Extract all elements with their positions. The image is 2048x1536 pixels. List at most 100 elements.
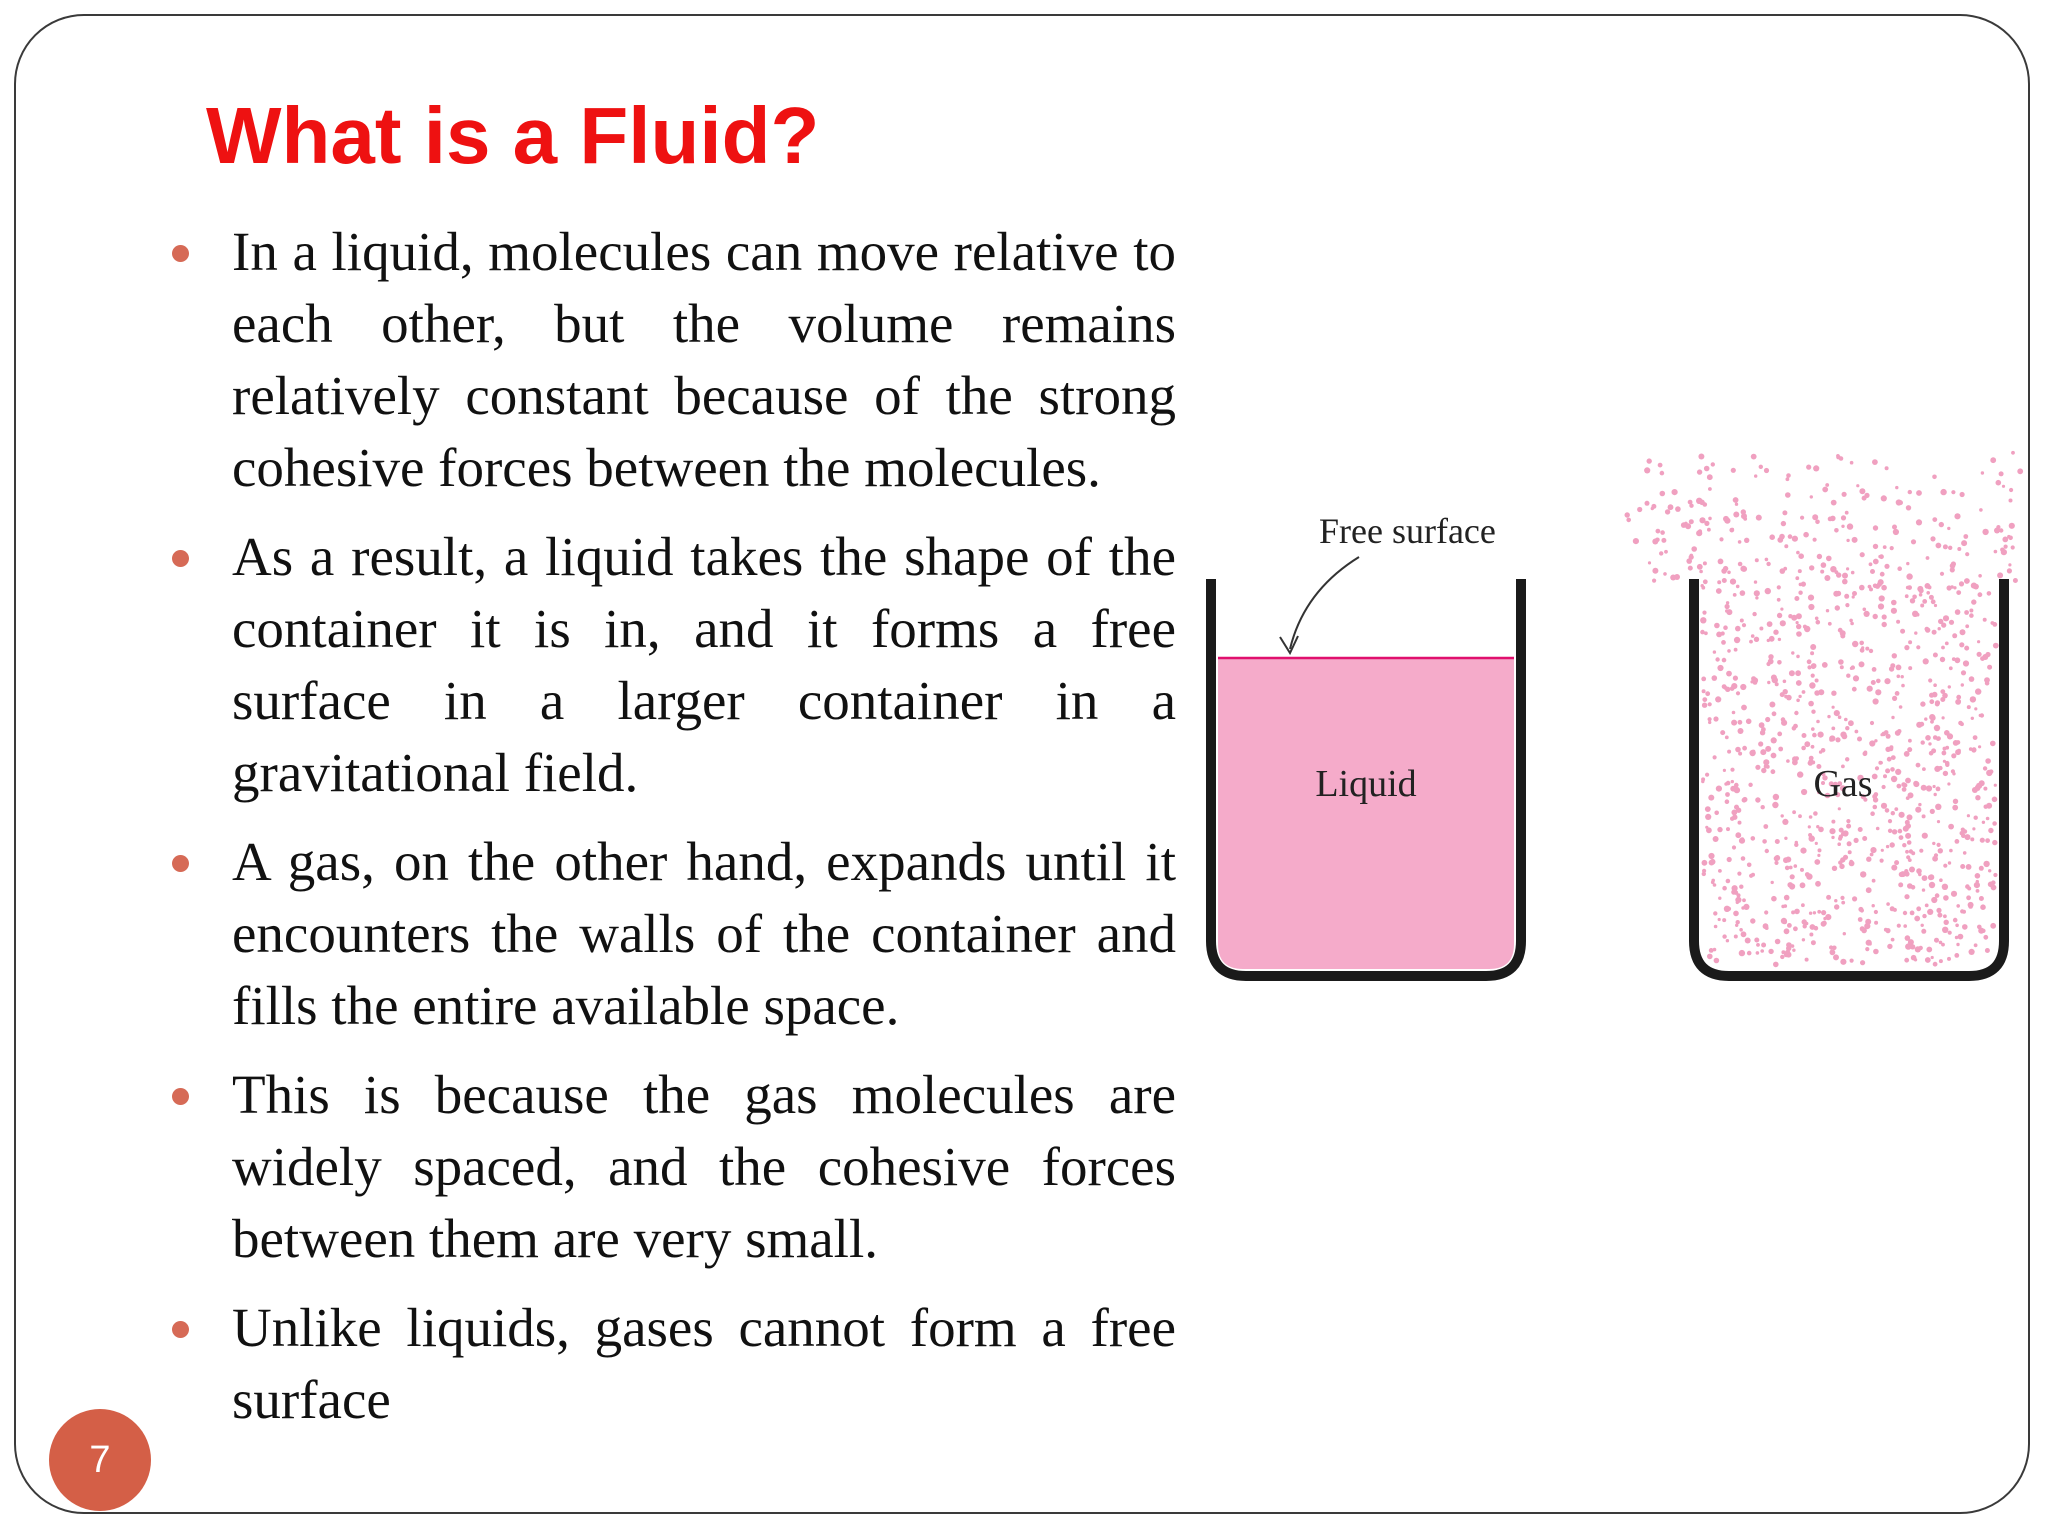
gas-molecule [1841,491,1847,497]
gas-molecule [1859,488,1866,495]
gas-molecule [1702,579,1708,585]
gas-molecule [1803,531,1809,538]
gas-molecule [1825,914,1832,921]
gas-molecule [1725,878,1731,884]
gas-molecule [1798,814,1802,819]
gas-molecule [1898,811,1905,818]
gas-molecule [1711,675,1718,681]
gas-molecule [1684,521,1688,526]
gas-molecule [1724,603,1730,610]
gas-molecule [1717,917,1721,922]
gas-molecule [1796,698,1800,703]
gas-molecule [1964,645,1970,651]
gas-molecule [1842,932,1846,936]
gas-molecule [1888,746,1894,752]
gas-molecule [1771,895,1777,902]
gas-molecule [1938,959,1943,964]
gas-molecule [1750,453,1757,460]
gas-molecule [1890,663,1896,669]
gas-molecule [1900,628,1906,634]
gas-molecule [1795,680,1802,686]
gas-molecule [1738,949,1746,957]
gas-molecule [1847,850,1852,855]
gas-molecule [1626,517,1631,523]
gas-molecule [1873,909,1878,915]
gas-molecule [1793,926,1798,932]
gas-molecule [1724,735,1729,740]
gas-molecule [1735,746,1741,753]
gas-molecule [1821,910,1827,916]
gas-molecule [1978,745,1982,749]
gas-molecule [1700,617,1707,624]
gas-molecule [1783,952,1789,958]
gas-molecule [1938,940,1943,945]
gas-molecule [1786,694,1792,701]
gas-molecule [1707,702,1712,707]
gas-molecule [1780,607,1784,611]
gas-molecule [1731,889,1737,895]
gas-molecule [1934,700,1941,706]
gas-molecule [1891,608,1897,614]
gas-molecule [1879,554,1884,560]
gas-molecule [1712,883,1717,887]
gas-molecule [2002,536,2009,543]
gas-molecule [1941,645,1945,650]
bullet-item: As a result, a liquid takes the shape of… [166,521,1176,809]
gas-molecule [1797,771,1804,778]
gas-molecule [1905,777,1911,784]
gas-molecule [1753,636,1760,642]
gas-molecule [1884,678,1891,685]
gas-molecule [1903,924,1907,928]
gas-molecule [1811,664,1816,669]
gas-molecule [1960,909,1965,914]
gas-molecule [1952,917,1958,923]
gas-molecule [1993,872,1998,878]
gas-molecule [1941,716,1945,720]
gas-molecule [1726,670,1732,677]
gas-molecule [1701,777,1706,782]
gas-molecule [1932,784,1936,789]
gas-molecule [1849,859,1854,864]
gas-molecule [1801,919,1807,925]
gas-molecule [1737,871,1742,876]
gas-molecule [1912,594,1917,600]
gas-molecule [1939,656,1946,663]
gas-molecule [1963,534,1969,539]
gas-molecule [1921,875,1928,881]
gas-molecule [1877,579,1884,586]
gas-molecule [1926,946,1933,953]
gas-molecule [1929,699,1935,705]
gas-molecule [1817,848,1822,853]
gas-molecule [1917,585,1924,592]
gas-molecule [1990,740,1996,747]
gas-molecule [1705,772,1710,777]
gas-molecule [1797,569,1802,574]
gas-container-wall [1689,579,2009,981]
gas-molecule [1764,557,1769,562]
gas-molecule [1924,583,1931,589]
gas-molecule [1737,540,1742,544]
gas-molecule [1718,896,1722,900]
gas-molecule [1706,474,1713,481]
gas-molecule [1846,523,1854,530]
gas-molecule [1701,689,1706,694]
gas-molecule [1952,740,1959,746]
gas-molecule [1895,485,1899,490]
gas-molecule [1992,642,1999,649]
gas-molecule [1657,462,1663,468]
gas-molecule [1978,865,1984,871]
gas-molecule [1773,961,1779,968]
gas-molecule [1809,682,1816,689]
gas-molecule [1799,882,1806,889]
gas-molecule [1731,845,1737,850]
gas-molecule [1987,881,1994,888]
liquid-gas-diagram: Liquid Free surface Gas [1206,450,2024,981]
gas-molecule [1952,804,1959,811]
gas-molecule [1873,948,1879,955]
gas-molecule [1965,864,1972,870]
gas-molecule [1834,605,1840,611]
gas-molecule [1930,715,1936,721]
gas-molecule [1889,842,1895,848]
gas-molecule [1735,896,1742,903]
gas-molecule [1789,874,1795,880]
